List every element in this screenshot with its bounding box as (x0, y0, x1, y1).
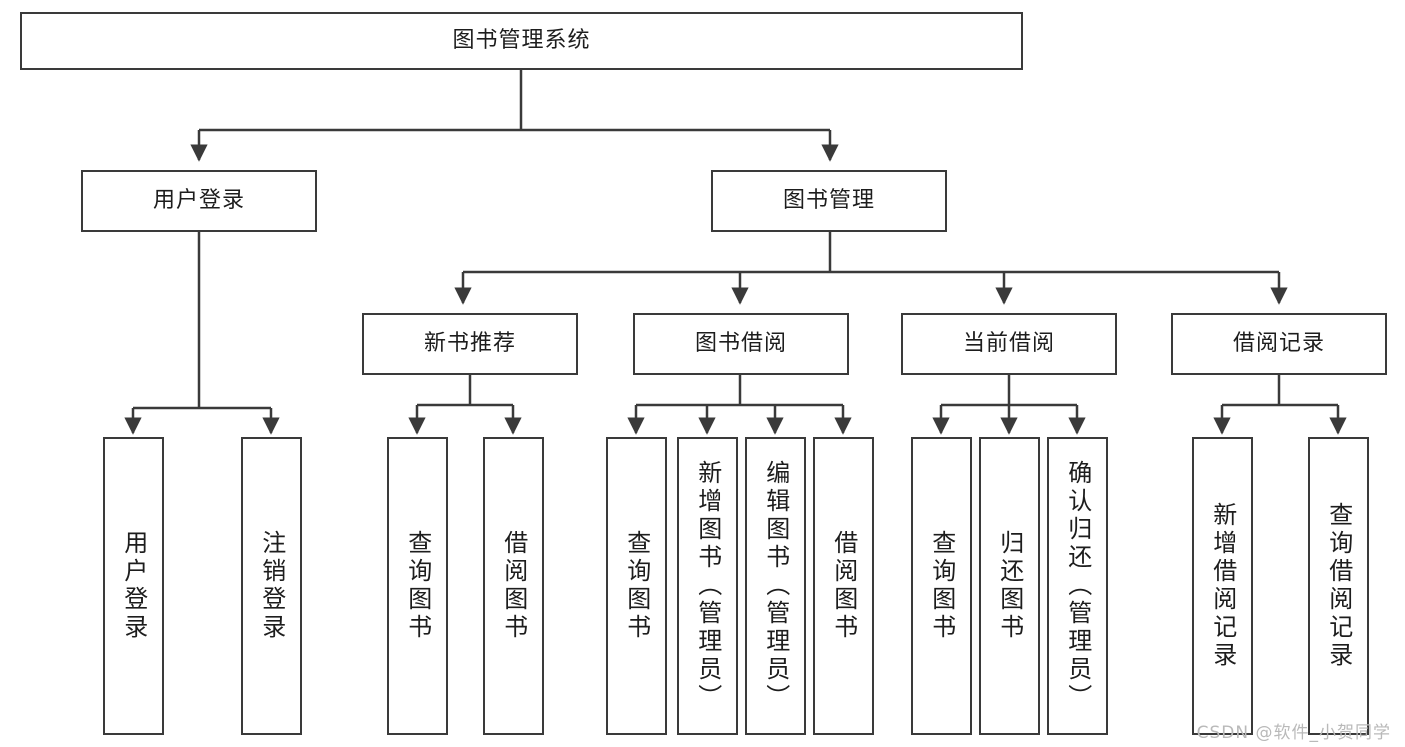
node-leaf-query-book-3[interactable]: 查询图书 (911, 437, 972, 735)
node-current-borrow[interactable]: 当前借阅 (901, 313, 1117, 375)
node-new-book-rec-label: 新书推荐 (423, 330, 516, 356)
node-new-book-rec[interactable]: 新书推荐 (362, 313, 578, 375)
node-leaf-query-book-2[interactable]: 查询图书 (606, 437, 667, 735)
node-leaf-query-book-1[interactable]: 查询图书 (387, 437, 448, 735)
node-leaf-edit-book[interactable]: 编辑图书（管理员） (745, 437, 806, 735)
node-leaf-return-book-label: 归还图书 (995, 530, 1024, 642)
node-current-borrow-label: 当前借阅 (962, 330, 1055, 356)
node-book-manage[interactable]: 图书管理 (711, 170, 947, 232)
node-leaf-add-book[interactable]: 新增图书（管理员） (677, 437, 738, 735)
node-leaf-query-book-1-label: 查询图书 (403, 530, 432, 642)
node-leaf-query-record-label: 查询借阅记录 (1324, 502, 1353, 670)
node-leaf-add-book-label: 新增图书（管理员） (693, 460, 722, 712)
node-leaf-borrow-book-2-label: 借阅图书 (829, 530, 858, 642)
node-borrow-record[interactable]: 借阅记录 (1171, 313, 1387, 375)
watermark: CSDN @软件_小贺同学 (1196, 723, 1391, 743)
node-leaf-logout-label: 注销登录 (257, 530, 286, 642)
node-leaf-edit-book-label: 编辑图书（管理员） (761, 460, 790, 712)
node-borrow-record-label: 借阅记录 (1232, 330, 1325, 356)
node-leaf-confirm-return-label: 确认归还（管理员） (1063, 460, 1092, 712)
node-leaf-user-login[interactable]: 用户登录 (103, 437, 164, 735)
node-leaf-user-login-label: 用户登录 (119, 530, 148, 642)
node-root[interactable]: 图书管理系统 (20, 12, 1023, 70)
node-leaf-borrow-book-1[interactable]: 借阅图书 (483, 437, 544, 735)
node-root-label: 图书管理系统 (452, 27, 591, 53)
node-book-manage-label: 图书管理 (782, 187, 875, 213)
node-leaf-add-record-label: 新增借阅记录 (1208, 502, 1237, 670)
node-leaf-query-book-3-label: 查询图书 (927, 530, 956, 642)
node-book-borrow[interactable]: 图书借阅 (633, 313, 849, 375)
node-leaf-borrow-book-1-label: 借阅图书 (499, 530, 528, 642)
node-user-login[interactable]: 用户登录 (81, 170, 317, 232)
node-leaf-add-record[interactable]: 新增借阅记录 (1192, 437, 1253, 735)
node-book-borrow-label: 图书借阅 (694, 330, 787, 356)
node-user-login-label: 用户登录 (152, 187, 245, 213)
node-leaf-query-book-2-label: 查询图书 (622, 530, 651, 642)
node-leaf-query-record[interactable]: 查询借阅记录 (1308, 437, 1369, 735)
node-leaf-return-book[interactable]: 归还图书 (979, 437, 1040, 735)
node-leaf-logout[interactable]: 注销登录 (241, 437, 302, 735)
node-leaf-confirm-return[interactable]: 确认归还（管理员） (1047, 437, 1108, 735)
node-leaf-borrow-book-2[interactable]: 借阅图书 (813, 437, 874, 735)
